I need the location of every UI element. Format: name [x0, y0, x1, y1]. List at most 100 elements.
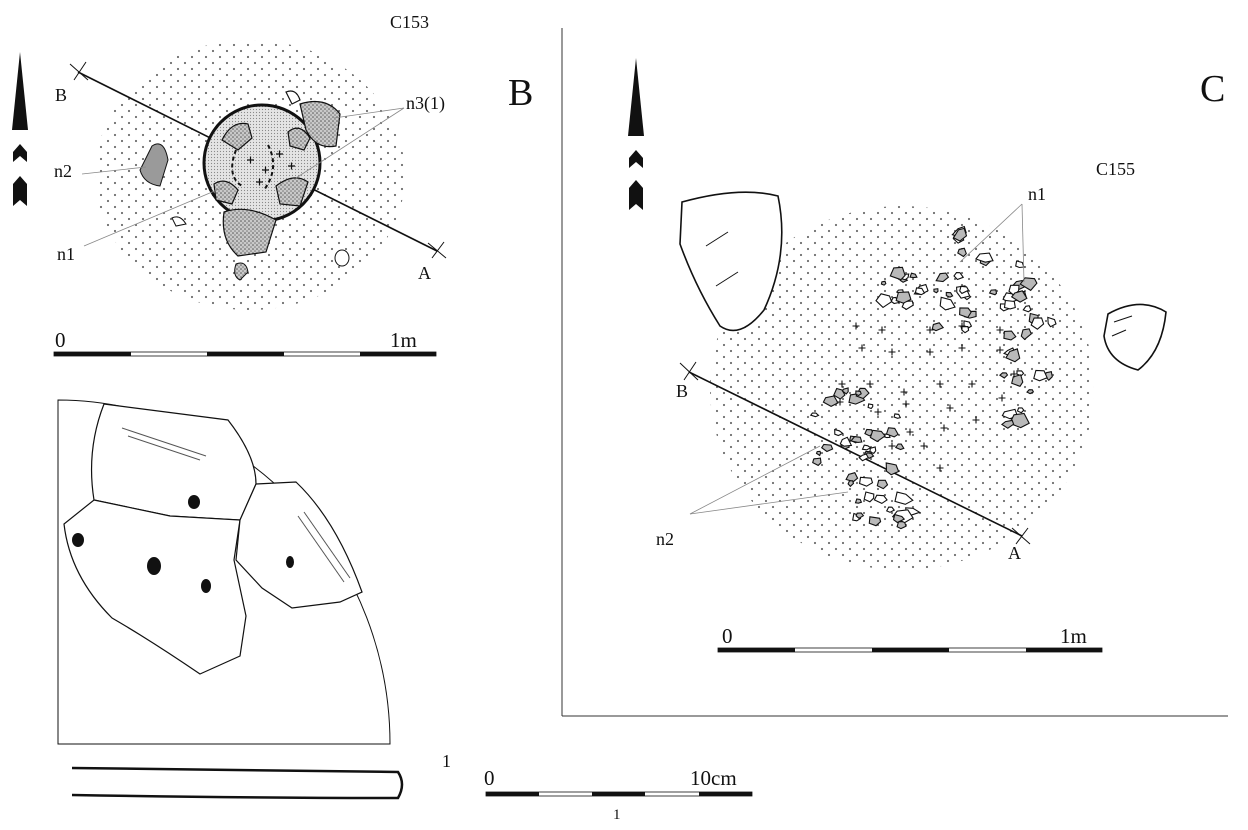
object-number: 1 [442, 751, 451, 771]
object-scale-caption: 1 [613, 807, 621, 823]
sherd-fragment [885, 427, 899, 438]
cross-marker [998, 394, 1006, 402]
plan-c-panel-letter: C [1200, 68, 1226, 110]
sherd-fragment [909, 272, 918, 279]
cross-marker [996, 326, 1004, 334]
sherd-fragment [901, 300, 914, 310]
plan-b-scale-bar [53, 351, 437, 357]
sherd-fragment [885, 462, 900, 476]
cross-marker [900, 388, 908, 396]
sherd-fragment [1030, 317, 1045, 330]
cross-marker [920, 442, 928, 450]
plan-b-label-n1: n1 [57, 244, 75, 264]
sherd-fragment [892, 513, 906, 524]
sherd-fragment [988, 289, 998, 296]
sherd-fragment [1016, 407, 1025, 414]
cross-marker [936, 380, 944, 388]
cross-marker [1010, 370, 1018, 378]
cross-marker [926, 348, 934, 356]
sherd-fragment [880, 280, 887, 286]
sherd-fragment [1019, 277, 1038, 292]
sherd-fragment [953, 272, 965, 281]
cross-marker [936, 464, 944, 472]
plan-c-scale-bar [717, 647, 1103, 653]
sherd-fragment [1003, 330, 1017, 341]
sherd-fragment [959, 285, 970, 295]
object-scale-start: 0 [484, 766, 495, 790]
sherd-fragment [815, 450, 822, 457]
sherd-fragment [957, 247, 967, 258]
sherd-fragment [849, 436, 863, 443]
plan-b-scale-start: 0 [55, 328, 66, 352]
plan-b-label-n3: n3(1) [406, 93, 445, 113]
cross-marker [946, 404, 954, 412]
cross-marker [838, 380, 846, 388]
sherd-fragment [1033, 369, 1048, 382]
sherd-fragment [1022, 305, 1032, 313]
sherd-fragment [861, 444, 872, 451]
sherd-fragment [841, 387, 849, 395]
sherd-fragment [854, 498, 863, 504]
sherd-fragment [812, 457, 822, 467]
sherd-fragment [1005, 348, 1021, 363]
plan-c-label-n2: n2 [656, 529, 674, 549]
plan-b-label-n2: n2 [54, 161, 72, 181]
sherd-fragment [933, 288, 939, 294]
cross-marker [852, 322, 860, 330]
sherd-fragment [974, 252, 994, 263]
sherd-fragment [863, 491, 875, 503]
sherd-fragment [820, 443, 834, 453]
sherd-fragment [834, 428, 844, 437]
cross-marker [888, 348, 896, 356]
plan-c-drawing [679, 191, 1167, 570]
sherd-fragment [914, 287, 926, 296]
sherd-fragment [855, 512, 865, 519]
sherd-fragment [1016, 370, 1025, 377]
sherd-fragment [1003, 299, 1016, 310]
sherd-fragment [845, 472, 859, 483]
sherd-fragment [889, 266, 906, 281]
cross-marker [940, 424, 948, 432]
sherd-fragment [1010, 290, 1028, 303]
cross-marker [874, 408, 882, 416]
cross-marker [888, 442, 896, 450]
sherd-fragment [809, 412, 820, 418]
plan-c-scale-start: 0 [722, 624, 733, 648]
sherd-fragment [945, 291, 954, 298]
sherd-fragment [1026, 389, 1035, 395]
cross-marker [968, 380, 976, 388]
sherd-fragment [876, 479, 889, 490]
cross-marker [926, 326, 934, 334]
cross-marker [878, 326, 886, 334]
plan-b-point-a: A [418, 263, 431, 283]
plan-c-point-b: B [676, 381, 689, 401]
sherd-fragment [952, 227, 968, 242]
sherd-fragment [894, 443, 905, 451]
sherd-fragment [855, 390, 862, 397]
sherd-fragment [1047, 316, 1057, 328]
plan-b-feature-code: C153 [390, 12, 430, 32]
sherd-fragment [867, 403, 874, 410]
cross-marker [972, 416, 980, 424]
sherd-fragment [839, 436, 853, 447]
sherd-fragment [858, 453, 870, 462]
sherd-fragment [893, 413, 902, 419]
sherd-fragment [885, 506, 896, 513]
north-arrow-icon [628, 58, 644, 210]
object-drawing [57, 399, 404, 800]
sherd-fragment [891, 509, 914, 524]
sherd-fragment [1020, 328, 1032, 341]
object-scale-bar [485, 791, 753, 797]
plan-c-sherds [809, 225, 1057, 530]
panel-c-frame [561, 28, 1228, 717]
sherd-fragment [822, 395, 839, 408]
sherd-fragment [847, 480, 855, 488]
sherd-fragment [959, 307, 972, 319]
plan-c-label-n1: n1 [1028, 184, 1046, 204]
sherd-fragment [1009, 412, 1030, 429]
cross-marker [836, 398, 844, 406]
plan-c-point-a: A [1008, 543, 1021, 563]
sherd-fragment [875, 293, 893, 309]
